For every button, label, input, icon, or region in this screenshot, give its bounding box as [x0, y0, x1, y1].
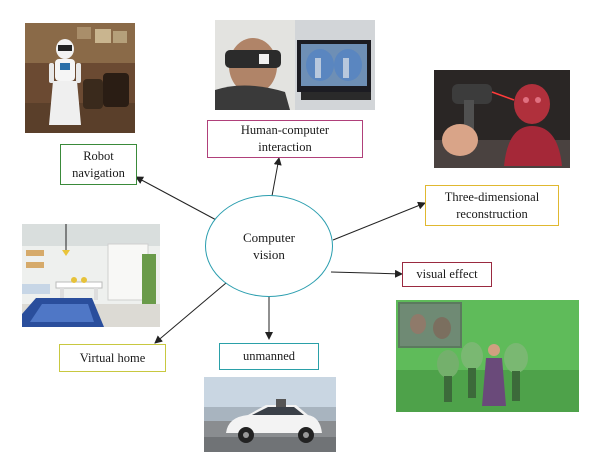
robot-navigation-box: Robot navigation: [60, 144, 137, 185]
arrow-to-human-computer-interaction: [271, 157, 282, 197]
computer-vision-node: Computer vision: [205, 195, 333, 297]
service-robot-icon: [25, 23, 135, 133]
tdr-line2: reconstruction: [456, 206, 528, 221]
arrow-to-visual-effect: [330, 269, 403, 278]
scan-photo: [434, 70, 570, 168]
robot-navigation-line1: Robot: [83, 148, 114, 163]
virtual-home-label: Virtual home: [79, 350, 146, 365]
center-label-line1: Computer: [243, 230, 295, 245]
unmanned-box: unmanned: [219, 343, 319, 370]
arrow-to-robot-navigation: [135, 176, 221, 223]
3d-scanner-bust-icon: [434, 70, 570, 168]
greenscreen-photo: [396, 300, 579, 412]
arrow-to-virtual-home: [154, 282, 227, 344]
unmanned-label: unmanned: [242, 349, 296, 363]
arrow-to-three-dimensional-reconstruction: [332, 201, 426, 241]
center-label-line2: vision: [253, 247, 285, 262]
interior-render-icon: [22, 224, 160, 327]
visual-effect-box: visual effect: [402, 262, 492, 287]
vr-headset-user-icon: [215, 20, 375, 110]
interior-photo: [22, 224, 160, 327]
robot-navigation-line2: navigation: [72, 165, 125, 180]
visual-effect-label: visual effect: [416, 267, 478, 281]
virtual-home-box: Virtual home: [59, 344, 166, 372]
green-screen-set-icon: [396, 300, 579, 412]
hci-line2: interaction: [258, 140, 312, 154]
car-photo: [204, 377, 336, 452]
vr-photo: [215, 20, 375, 110]
three-dimensional-reconstruction-box: Three-dimensional reconstruction: [425, 185, 559, 226]
tdr-line1: Three-dimensional: [444, 189, 540, 204]
robot-photo: [25, 23, 135, 133]
self-driving-car-icon: [204, 377, 336, 452]
hci-line1: Human-computer: [240, 123, 330, 137]
human-computer-interaction-box: Human-computer interaction: [207, 120, 363, 158]
